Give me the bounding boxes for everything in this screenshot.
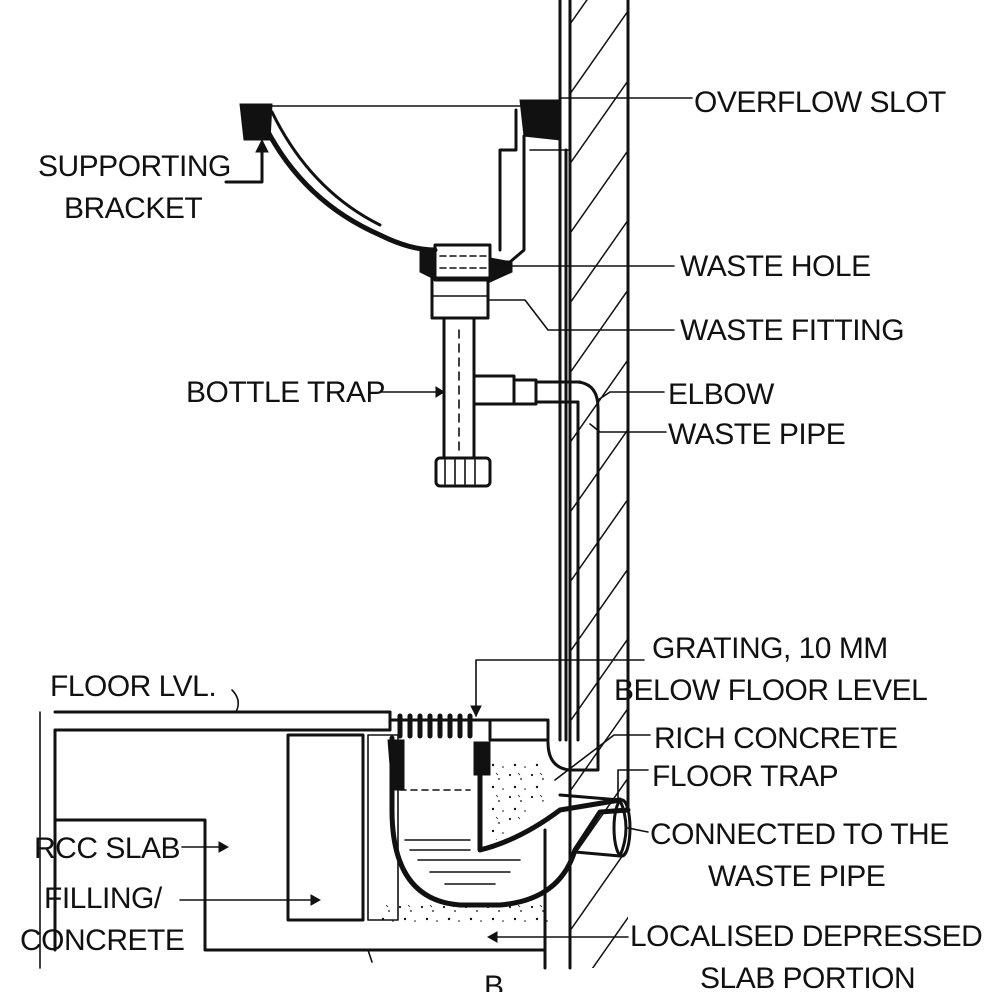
leader-lines bbox=[179, 97, 693, 963]
floor-slab bbox=[39, 710, 550, 970]
labels: OVERFLOW SLOT SUPPORTING BRACKET WASTE H… bbox=[20, 86, 983, 997]
label-overflow-slot: OVERFLOW SLOT bbox=[694, 86, 946, 119]
label-floor-level: FLOOR LVL. bbox=[50, 670, 216, 703]
label-waste-pipe: WASTE PIPE bbox=[668, 418, 845, 451]
label-floor-trap: FLOOR TRAP bbox=[652, 760, 838, 793]
label-rcc-slab: RCC SLAB bbox=[34, 832, 180, 865]
bottle-trap bbox=[430, 276, 582, 488]
label-bottom-mark: B bbox=[484, 970, 504, 992]
supporting-bracket bbox=[224, 138, 269, 184]
label-filling-1: FILLING/ bbox=[44, 882, 163, 915]
label-supporting-bracket-1: SUPPORTING bbox=[38, 150, 231, 183]
wash-basin bbox=[239, 99, 569, 283]
waste-pipe bbox=[546, 148, 600, 772]
label-connected-1: CONNECTED TO THE bbox=[650, 818, 949, 851]
label-supporting-bracket-2: BRACKET bbox=[64, 192, 202, 225]
label-waste-hole: WASTE HOLE bbox=[680, 250, 871, 283]
label-rich-concrete: RICH CONCRETE bbox=[654, 722, 898, 755]
label-depressed-2: SLAB PORTION bbox=[700, 962, 915, 992]
floor-trap bbox=[387, 735, 632, 908]
label-grating-2: BELOW FLOOR LEVEL bbox=[614, 674, 927, 707]
label-depressed-1: LOCALISED DEPRESSED bbox=[630, 920, 982, 953]
grating bbox=[390, 713, 492, 739]
label-grating-1: GRATING, 10 MM bbox=[652, 632, 888, 665]
label-filling-2: CONCRETE bbox=[20, 924, 184, 957]
label-waste-fitting: WASTE FITTING bbox=[680, 314, 904, 347]
label-bottle-trap: BOTTLE TRAP bbox=[186, 376, 385, 409]
label-elbow: ELBOW bbox=[668, 378, 775, 411]
label-connected-2: WASTE PIPE bbox=[708, 860, 885, 893]
